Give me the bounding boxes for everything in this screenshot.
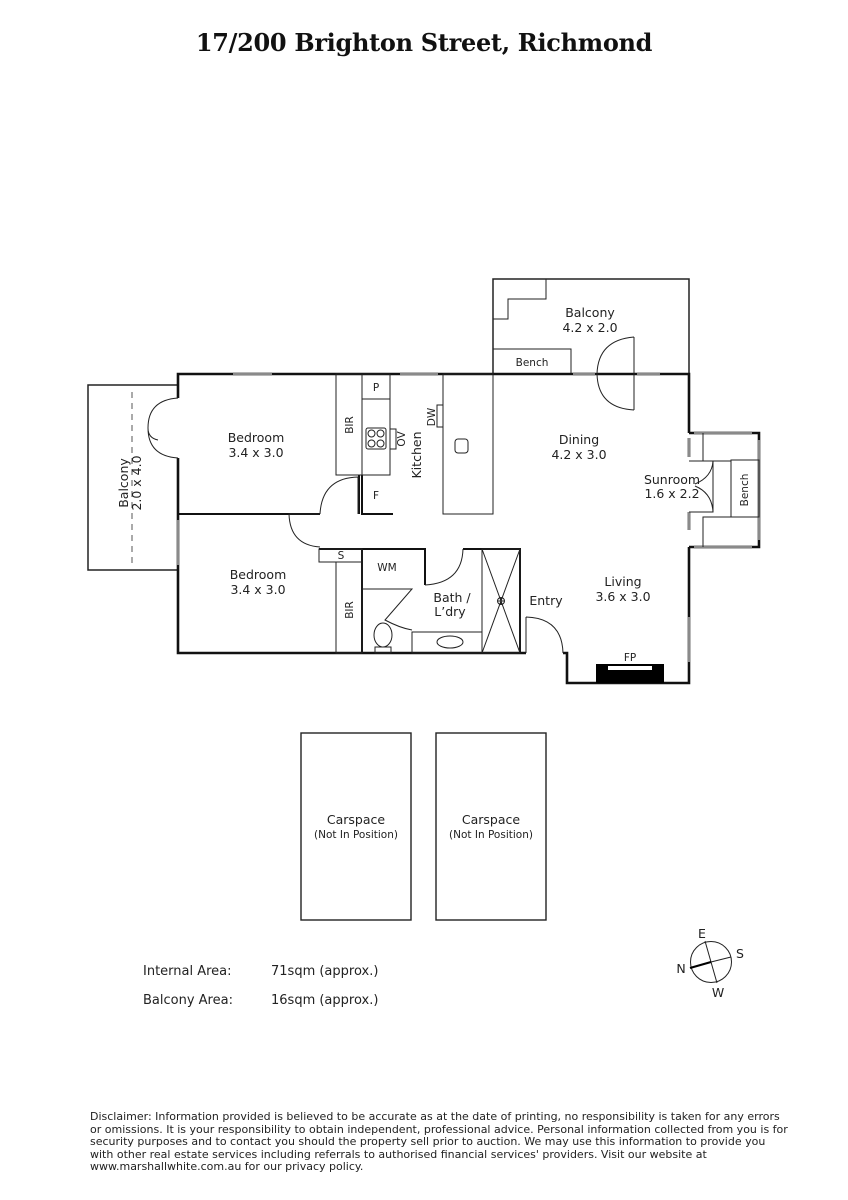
compass-south: S [736,946,744,961]
room-name: Bath / [433,590,471,605]
compass-west: W [712,985,724,1000]
carspace-note: (Not In Position) [314,829,398,841]
room-name: Kitchen [409,432,424,479]
internal-area-label: Internal Area: [143,964,232,979]
fireplace [596,664,664,683]
fixture-label: F [373,490,379,502]
balcony-left [87,384,178,571]
fixture-label: FP [624,652,636,664]
room-size: 4.2 x 3.0 [551,447,606,462]
toilet-icon [373,622,393,648]
fixture-label: WM [377,562,396,574]
carspace-1 [300,732,412,921]
fixture-label: S [338,550,345,562]
balcony-area-value: 16sqm (approx.) [271,993,379,1008]
room-name: Bedroom [228,430,285,445]
fixture-label: BIR [344,416,356,434]
kitchen-fixtures [335,279,494,515]
carspace-note: (Not In Position) [449,829,533,841]
fixture-label: Bench [516,357,549,369]
room-name: Entry [529,593,563,608]
bench-sunroom [730,459,760,518]
windows [176,372,761,662]
room-name: Sunroom [644,472,700,487]
compass-east: E [698,926,706,941]
internal-area-value: 71sqm (approx.) [271,964,379,979]
room-size: 1.6 x 2.2 [644,486,699,501]
fixture-label: P [373,382,379,394]
room-name: Dining [559,432,599,447]
page-title: 17/200 Brighton Street, Richmond [195,28,653,57]
room-name: Living [604,574,641,589]
fixture-label: Bench [739,474,751,507]
disclaimer: Disclaimer: Information provided is beli… [90,1110,788,1174]
fixture-label: DW [426,407,438,426]
fixture-label: OV [396,431,408,447]
room-name: Bedroom [230,567,287,582]
room-size: 2.0 x 4.0 [129,455,144,510]
room-name: L’dry [434,604,466,619]
compass-icon [689,940,732,984]
room-name: Balcony [116,458,131,508]
cooktop-icon [365,427,387,450]
basin-icon [436,635,464,649]
doors [147,336,760,654]
bathroom-fixtures [318,548,521,654]
exterior-walls [176,372,761,685]
carspace-name: Carspace [462,812,521,827]
compass-north: N [676,961,685,976]
room-size: 3.4 x 3.0 [230,582,285,597]
room-size: 3.6 x 3.0 [595,589,650,604]
room-name: Balcony [565,305,615,320]
room-size: 3.4 x 3.0 [228,445,283,460]
room-size: 4.2 x 2.0 [562,320,617,335]
interior-walls [178,475,521,653]
carspace-2 [435,732,547,921]
carspace-name: Carspace [327,812,386,827]
shower-icon [481,548,521,654]
sink-icon [454,438,469,454]
fixture-label: BIR [344,601,356,619]
balcony-area-label: Balcony Area: [143,993,233,1008]
